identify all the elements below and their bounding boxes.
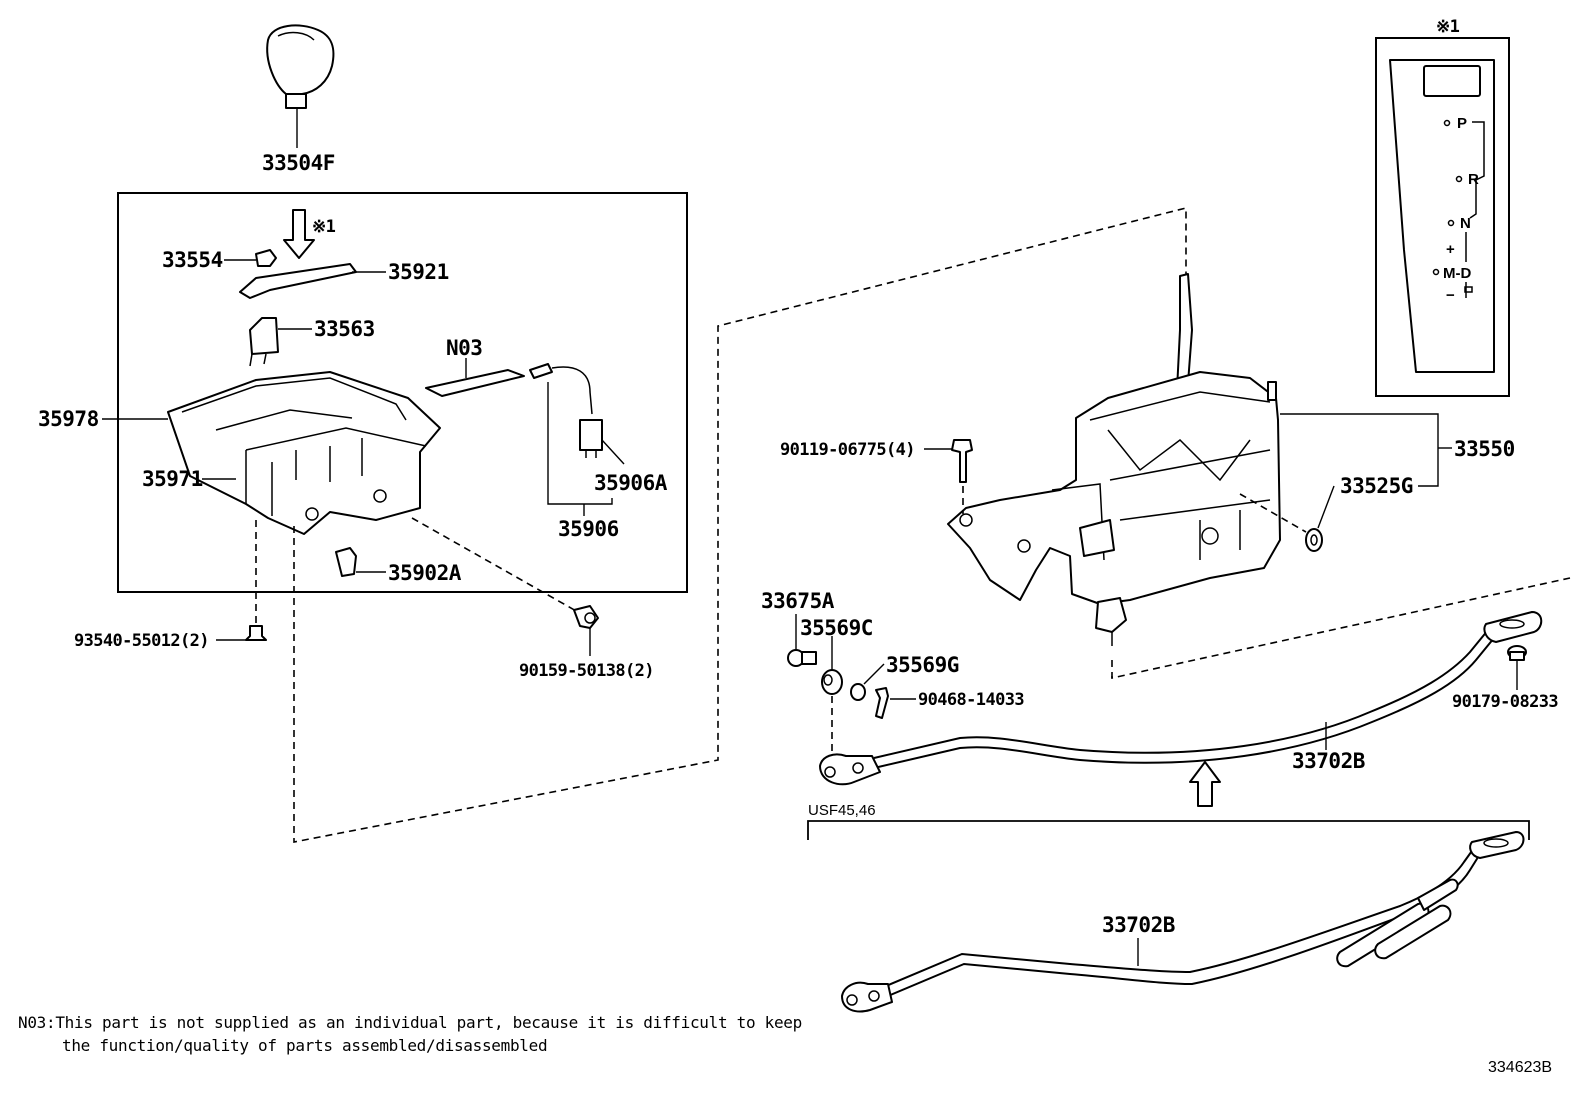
indicator-N: N <box>1460 215 1471 232</box>
label-35902A[interactable]: 35902A <box>388 561 462 585</box>
nut-part-90179[interactable] <box>1507 645 1527 661</box>
indicator-plate-part-35921[interactable] <box>239 263 357 299</box>
bolt-part-33675A[interactable] <box>787 649 817 667</box>
shift-knob-part[interactable] <box>266 24 335 148</box>
shift-lever-assembly-part-33550[interactable] <box>947 273 1281 646</box>
variant-label-usf: USF45,46 <box>808 802 876 819</box>
ref-mark-top: ※1 <box>1436 17 1460 37</box>
diagram-id: 334623B <box>1488 1059 1552 1076</box>
indicator-plus: + <box>1446 241 1455 258</box>
up-arrow-icon <box>1189 761 1221 807</box>
indicator-P: P <box>1457 115 1467 132</box>
indicator-dot-N <box>1447 219 1455 227</box>
shift-cable-part-upper[interactable] <box>819 611 1543 786</box>
label-33563[interactable]: 33563 <box>314 317 375 341</box>
label-35921[interactable]: 35921 <box>388 260 449 284</box>
label-90179[interactable]: 90179-08233 <box>1452 692 1559 712</box>
plate-part-N03[interactable] <box>425 369 525 397</box>
label-33525G[interactable]: 33525G <box>1340 474 1413 498</box>
label-35978[interactable]: 35978 <box>38 407 99 431</box>
variant-bracket <box>807 820 1530 840</box>
washer-part-33525G[interactable] <box>1305 528 1323 552</box>
label-90468[interactable]: 90468-14033 <box>918 690 1025 710</box>
label-35906[interactable]: 35906 <box>558 517 619 541</box>
label-35971[interactable]: 35971 <box>142 467 203 491</box>
label-33550[interactable]: 33550 <box>1454 437 1515 461</box>
label-35569G[interactable]: 35569G <box>886 653 959 677</box>
shift-cable-part-lower[interactable] <box>841 831 1525 1013</box>
footnote-line-1: N03:This part is not supplied as an indi… <box>18 1013 802 1032</box>
label-33702B-lower[interactable]: 33702B <box>1102 913 1175 937</box>
label-33702B-upper[interactable]: 33702B <box>1292 749 1365 773</box>
label-33504F[interactable]: 33504F <box>262 151 335 175</box>
label-35569C[interactable]: 35569C <box>800 616 873 640</box>
label-90119[interactable]: 90119-06775(4) <box>780 440 915 460</box>
label-N03[interactable]: N03 <box>446 336 483 360</box>
console-housing-part-35978[interactable] <box>167 371 441 535</box>
clip-part-90468[interactable] <box>875 687 889 719</box>
bolt-part-90119[interactable] <box>951 439 973 483</box>
label-33675A[interactable]: 33675A <box>761 589 835 613</box>
label-93540[interactable]: 93540-55012(2) <box>74 631 209 651</box>
label-90159[interactable]: 90159-50138(2) <box>519 661 654 681</box>
label-35906A[interactable]: 35906A <box>594 471 668 495</box>
console-assembly-box <box>117 192 688 593</box>
indicator-minus: − <box>1446 287 1455 304</box>
footnote-line-2: the function/quality of parts assembled/… <box>62 1036 547 1055</box>
indicator-M-D: M-D <box>1443 265 1471 282</box>
indicator-R: R <box>1468 171 1479 188</box>
wire-harness-part-35906[interactable] <box>529 363 603 458</box>
indicator-dot-M <box>1432 268 1440 276</box>
screw-part-93540[interactable] <box>245 625 267 641</box>
indicator-dot-R <box>1455 175 1463 183</box>
indicator-mark-D <box>1464 286 1473 293</box>
ref-mark-1: ※1 <box>312 217 336 237</box>
indicator-dot-P <box>1443 119 1451 127</box>
label-33554[interactable]: 33554 <box>162 248 223 272</box>
clip-part-35902A[interactable] <box>335 547 357 577</box>
screw-part-90159[interactable] <box>573 605 599 629</box>
bushing-part-35569C[interactable] <box>821 669 843 695</box>
indicator-panel-frame <box>1375 37 1510 397</box>
clip-part-33554[interactable] <box>255 249 277 267</box>
washer-part-35569G[interactable] <box>850 683 866 701</box>
indicator-panel-part[interactable] <box>1389 59 1495 373</box>
switch-part-33563[interactable] <box>249 317 279 367</box>
down-arrow-icon <box>283 209 315 259</box>
